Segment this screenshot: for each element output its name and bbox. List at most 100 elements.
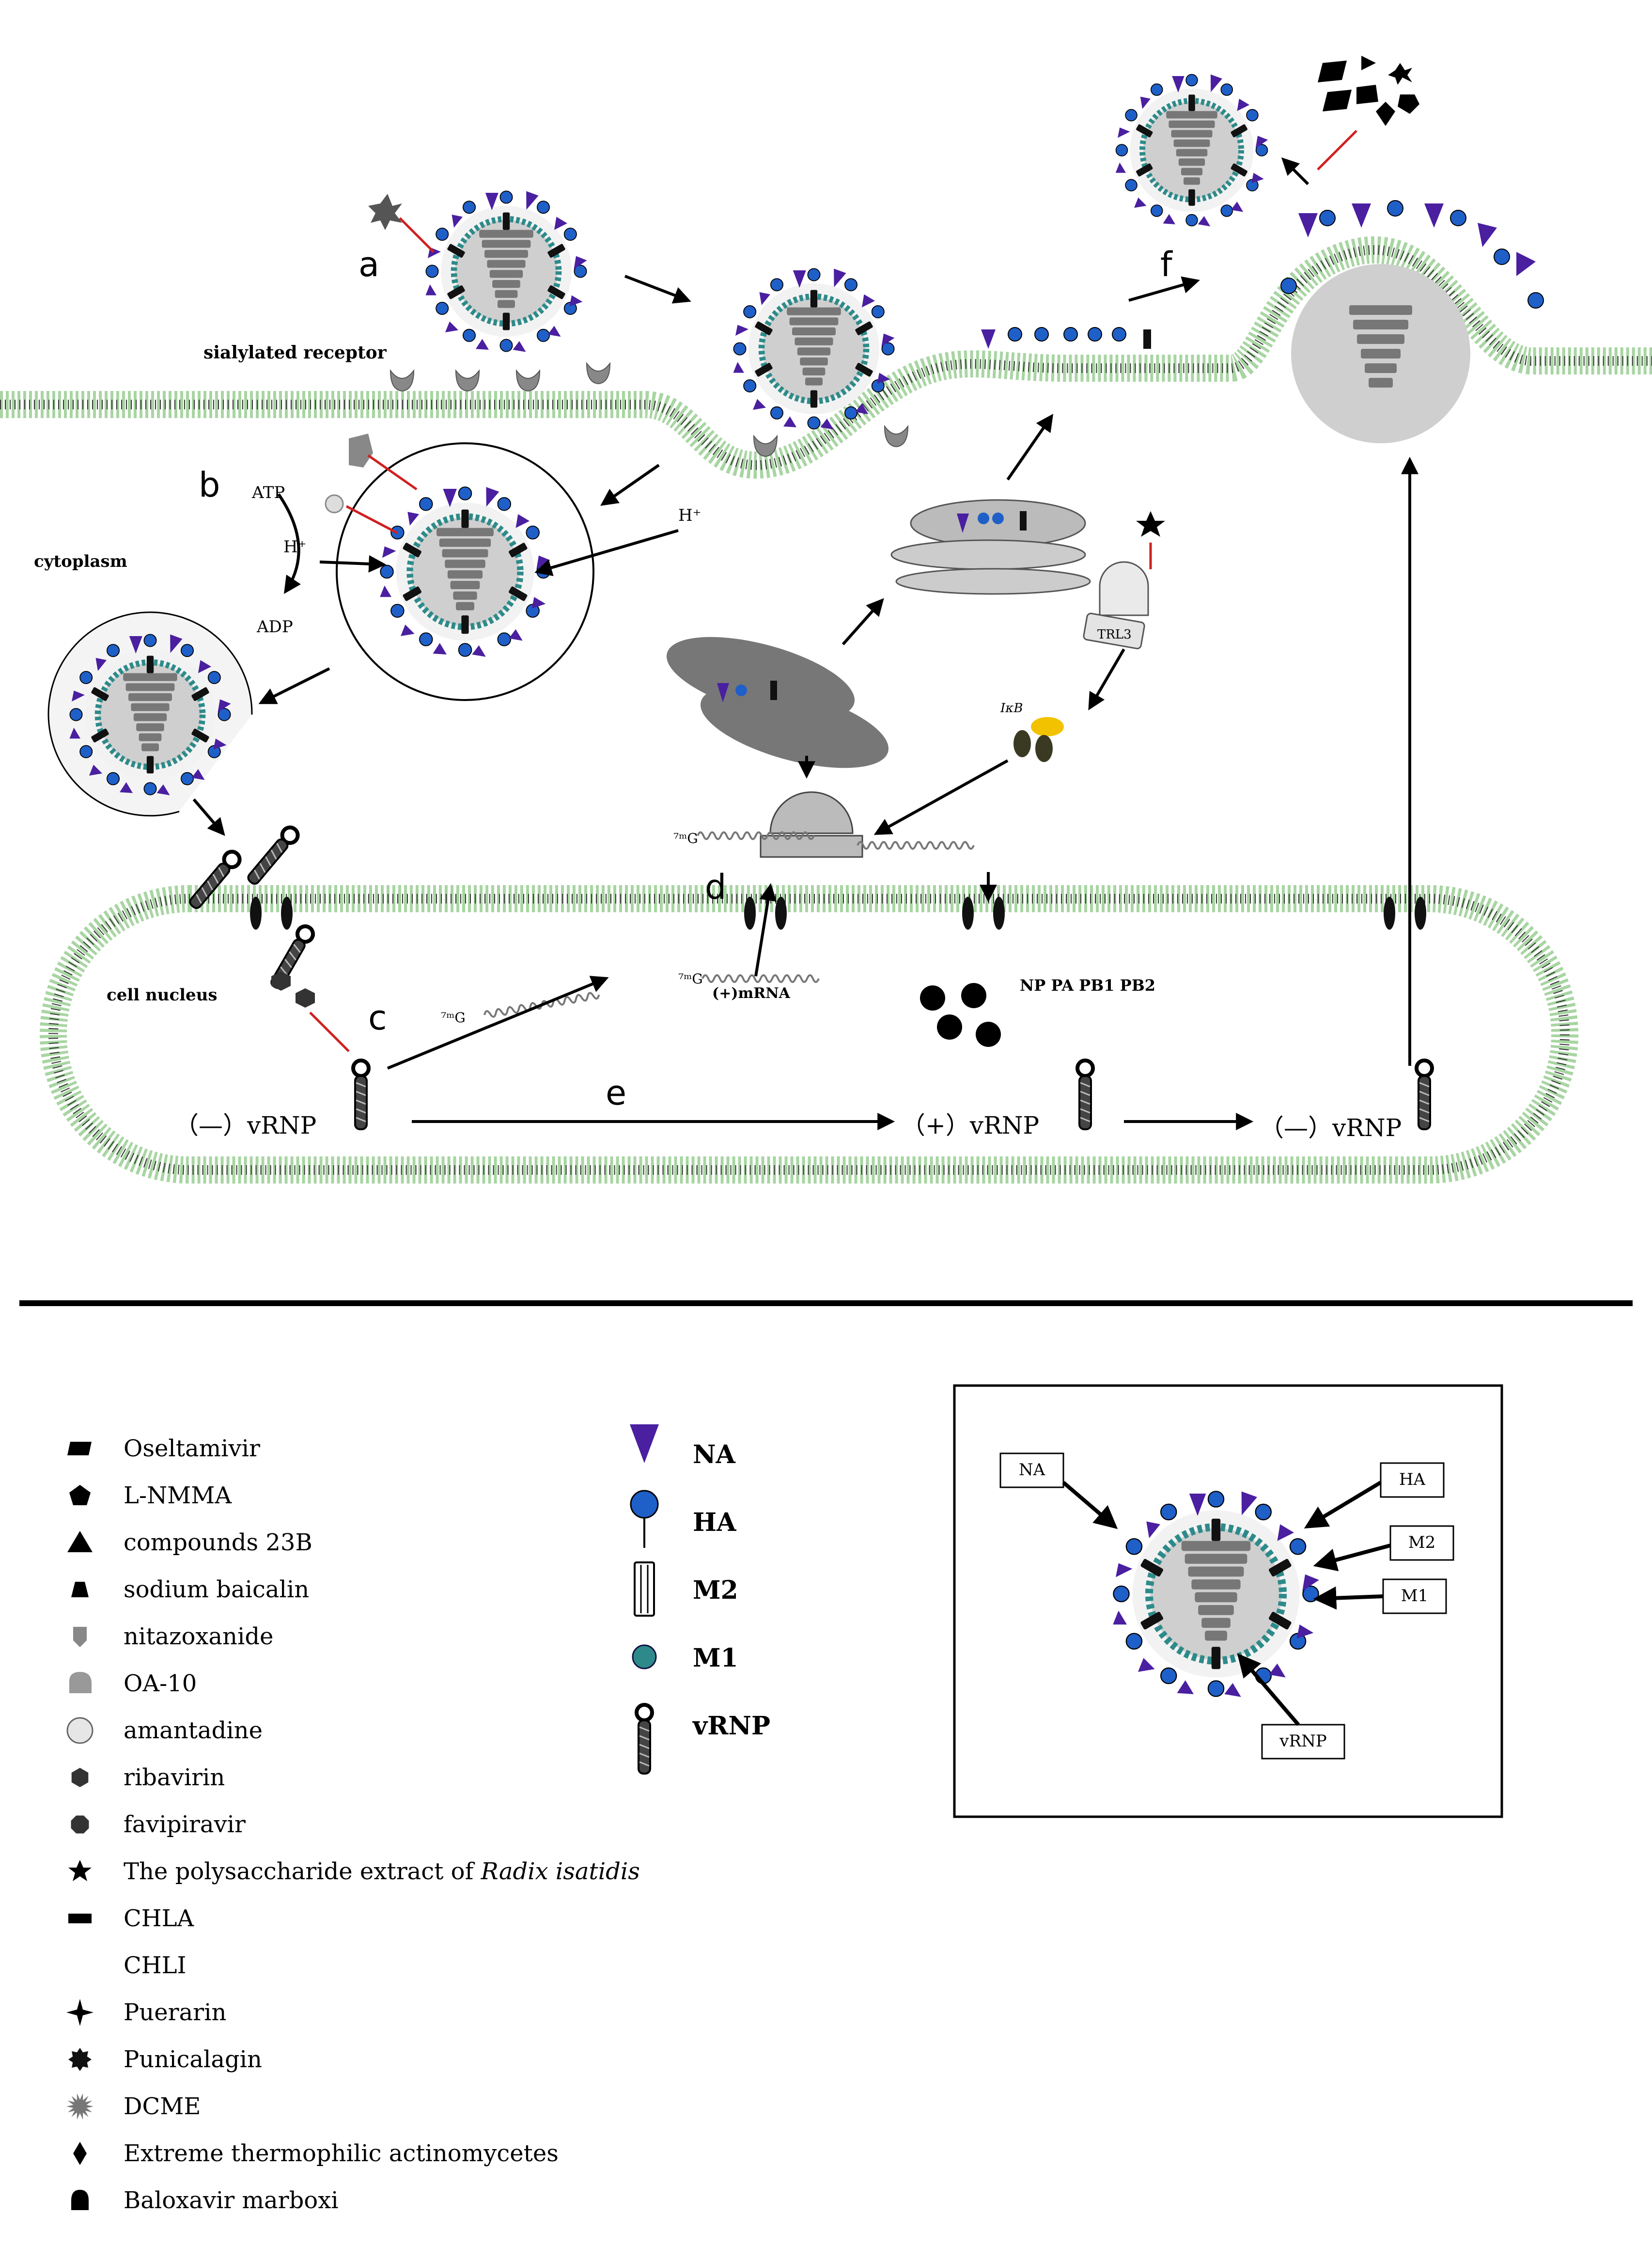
legend-ha: HA: [693, 1508, 736, 1537]
step-label-a: a: [358, 245, 379, 284]
minus-vrnp-label-1: （—）vRNP: [174, 1111, 316, 1139]
ribosome: [697, 791, 975, 858]
trl3-label: TRL3: [1097, 627, 1132, 642]
vrnp-icon: [1417, 1060, 1432, 1129]
vrnp-icon: [353, 1060, 369, 1129]
circle-icon: [66, 1717, 94, 1744]
ikb-label: IκB: [1000, 701, 1023, 716]
shield-icon: [73, 1627, 87, 1647]
inset-m2-label: M2: [1408, 1533, 1435, 1552]
ikb-complex: [1013, 717, 1064, 762]
drug-legend-label: DCME: [124, 2093, 201, 2120]
membrane-surface-proteins: [981, 327, 1151, 349]
step-label-b: b: [199, 465, 220, 505]
legend-vrnp: vRNP: [692, 1711, 770, 1741]
step-label-c: c: [368, 998, 387, 1038]
sialylated-receptor-icon: [753, 436, 778, 457]
golgi-apparatus: [890, 499, 1091, 595]
polymerase-proteins: [920, 983, 1001, 1047]
cell-nucleus-label: cell nucleus: [107, 985, 218, 1005]
ribavirin-icon: [271, 971, 291, 991]
drug-legend-label: CHLI: [124, 1952, 186, 1979]
step-label-d: d: [705, 867, 726, 907]
polymerase-label: NP PA PB1 PB2: [1020, 976, 1155, 995]
vrnp-icon: [245, 824, 301, 887]
sialylated-receptor-icon: [455, 370, 480, 391]
drug-legend-label: favipiravir: [124, 1811, 246, 1838]
legend-na: NA: [693, 1440, 736, 1469]
drug-legend-label: Puerarin: [124, 1999, 226, 2026]
sialylated-receptor-label: sialylated receptor: [203, 343, 387, 363]
cap-7mg-nucleus-1: ⁷ᵐG: [441, 1010, 466, 1026]
h-plus-label: H⁺: [283, 537, 307, 557]
budding-virion: [1280, 200, 1544, 443]
adp-label: ADP: [256, 617, 293, 637]
cap-7mg-nucleus-2: ⁷ᵐG: [678, 971, 703, 987]
radix-isatidis-icon: [1136, 511, 1165, 537]
triangle-icon: [67, 1531, 93, 1552]
nuclear-membrane: [40, 885, 1578, 1184]
four-point-star-icon: [66, 1999, 94, 2026]
m1-icon: [632, 1644, 657, 1669]
pathway-arrows: [192, 157, 1418, 1130]
spiky-burst-icon: [66, 2093, 94, 2120]
hexagon-icon: [71, 1768, 89, 1787]
pentagon-icon: [69, 1485, 91, 1505]
drug-legend-label: Baloxavir marboxi: [124, 2187, 339, 2214]
drug-legend-label: sodium baicalin: [124, 1576, 309, 1603]
mrna-strand: [701, 974, 820, 983]
bar-icon: [68, 1914, 92, 1923]
m2-icon: [634, 1561, 655, 1617]
released-virion: [1116, 75, 1268, 227]
drug-legend-label: ribavirin: [124, 1764, 225, 1791]
step-label-f: f: [1160, 245, 1173, 284]
inset-m1-label: M1: [1401, 1586, 1428, 1606]
uncoating-endosome: [47, 611, 253, 817]
badge-icon: [68, 2048, 92, 2071]
drug-legend-label: Punicalagin: [124, 2046, 262, 2073]
drug-legend-label: nitazoxanide: [124, 1623, 273, 1650]
star-icon: [68, 1860, 92, 1881]
drug-legend-label: L-NMMA: [124, 1482, 232, 1509]
inset-na-label: NA: [1019, 1460, 1045, 1480]
sialylated-receptor-icon: [390, 370, 414, 391]
drug-legend-label: CHLA: [124, 1905, 194, 1932]
inset-ha-label: HA: [1399, 1470, 1426, 1489]
legend-m1: M1: [693, 1643, 738, 1673]
octagon-icon: [71, 1815, 89, 1834]
trl3-receptor: [1083, 561, 1149, 650]
drug-legend-label: Oseltamivir: [124, 1435, 260, 1462]
legend-m2: M2: [693, 1575, 738, 1605]
released-inhibitor-cluster: [1318, 56, 1419, 126]
minus-vrnp-label-2: （—）vRNP: [1260, 1114, 1402, 1142]
vrnp-legend-icon: [637, 1705, 652, 1774]
ha-icon: [630, 1490, 659, 1548]
atp-label: ATP: [251, 483, 285, 502]
sialylated-receptor-icon: [586, 363, 610, 384]
step-label-e: e: [606, 1073, 626, 1113]
drug-legend-label: compounds 23B: [124, 1529, 312, 1556]
drug-legend-label: The polysaccharide extract of Radix isat…: [124, 1858, 640, 1885]
drug-legend-label: OA-10: [124, 1670, 197, 1697]
favipiravir-icon: [296, 988, 315, 1008]
endoplasmic-reticulum: [666, 637, 889, 768]
trapezoid-icon: [71, 1582, 89, 1597]
virion-structure-inset: NA HA M2 M1 vRNP: [953, 1384, 1503, 1818]
plasma-membrane: [0, 236, 1652, 479]
plus-mrna-label: (+)mRNA: [712, 985, 791, 1002]
nitazoxanide-icon: [349, 434, 373, 468]
amantadine-icon: [325, 494, 344, 514]
protein-legend: NA HA M2 M1 vRNP: [630, 1424, 770, 1774]
inhibitors: [271, 56, 1419, 1052]
drug-legend-label: amantadine: [124, 1717, 263, 1744]
sialylated-receptor-icon: [516, 370, 540, 391]
h-plus-label-right: H⁺: [678, 506, 701, 525]
na-icon: [630, 1424, 659, 1463]
endosome: [336, 442, 594, 701]
dcme-icon: [368, 194, 402, 230]
diamond-icon: [73, 2142, 87, 2165]
parallelogram-icon: [67, 1442, 92, 1455]
vrnp-icon: [1077, 1060, 1093, 1129]
sialylated-receptor-icon: [884, 426, 908, 447]
